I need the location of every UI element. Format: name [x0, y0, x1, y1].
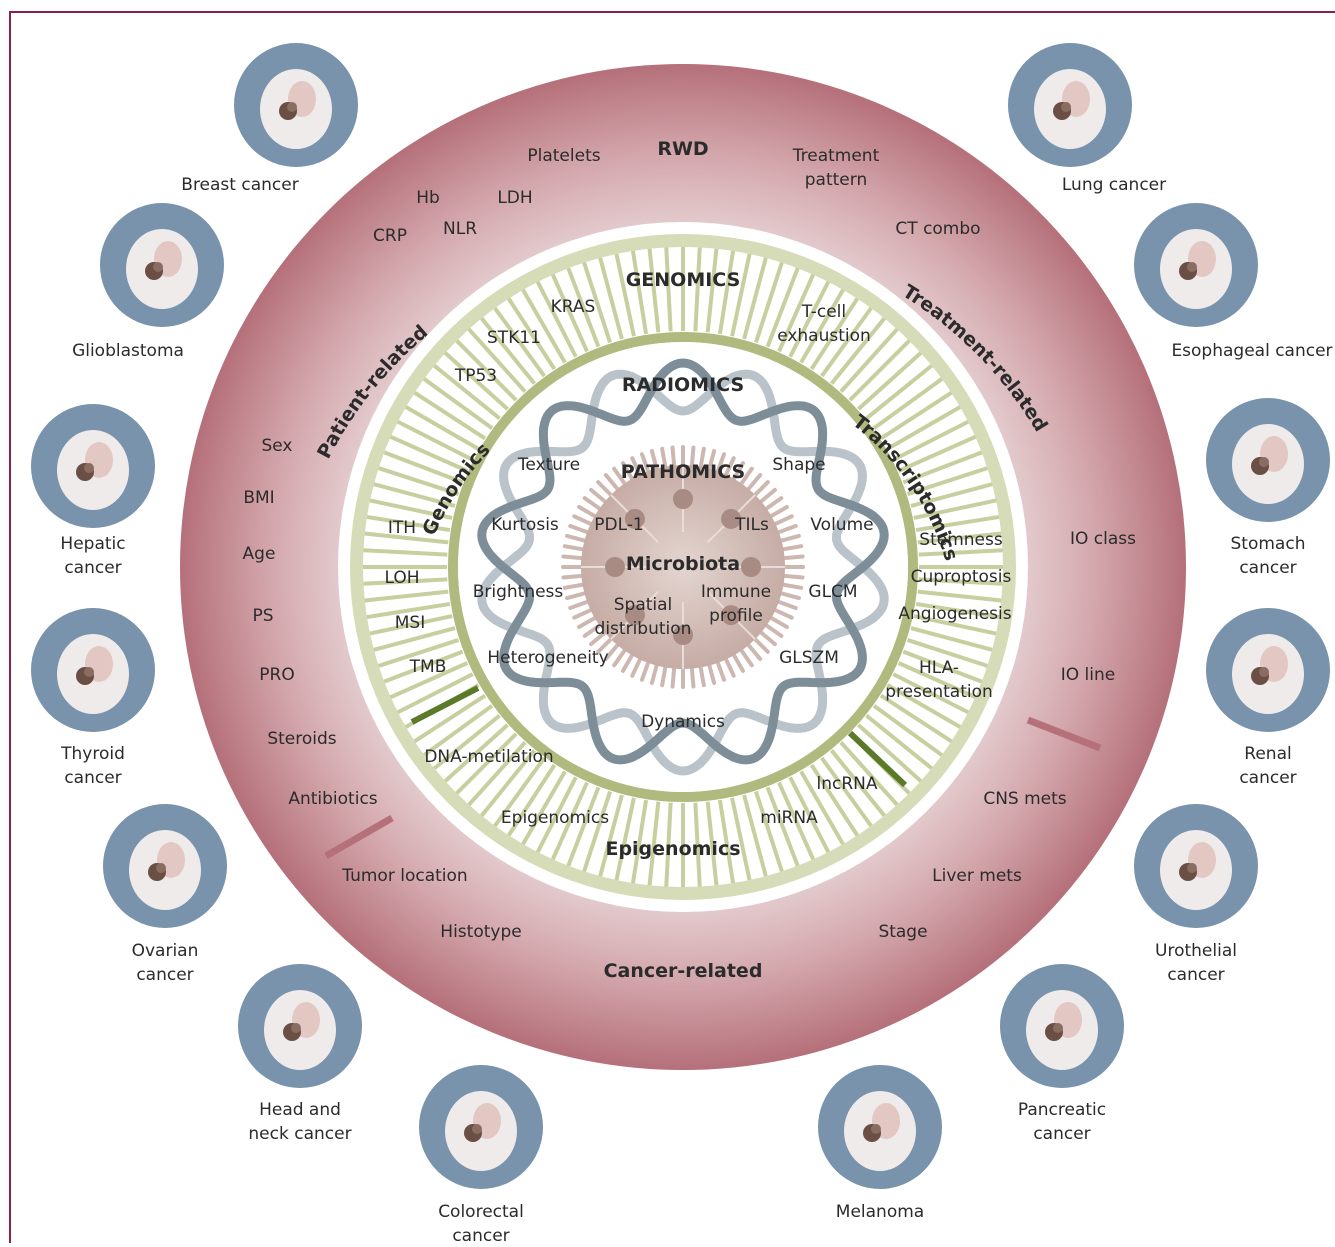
radiomics-item-heterogeneity: Heterogeneity	[487, 648, 608, 668]
pathomics-title: PATHOMICS	[621, 461, 745, 483]
omics-epigenomics-label: Epigenomics	[605, 838, 740, 860]
omics-item-tmb: TMB	[409, 657, 447, 677]
rwd-cancer-related-label: Cancer-related	[604, 960, 763, 982]
omics-item-angiogenesis: Angiogenesis	[898, 604, 1011, 624]
omics-item-lncrna: lncRNA	[816, 774, 877, 794]
omics-item-msi: MSI	[395, 613, 425, 633]
omics-genomics-top-label: GENOMICS	[626, 269, 741, 291]
rwd-item-pro: PRO	[259, 665, 294, 685]
cancer-icon-lung-cancer: Lung cancer	[1008, 43, 1166, 195]
pathomics-center-label: Microbiota	[626, 553, 740, 575]
radiomics-item-glcm: GLCM	[808, 582, 857, 602]
pathomics-item-tils: TILs	[734, 515, 769, 535]
radiomics-title: RADIOMICS	[622, 374, 744, 396]
radiomics-item-kurtosis: Kurtosis	[491, 515, 559, 535]
rwd-item-nlr: NLR	[443, 219, 477, 239]
rwd-item-antibiotics: Antibiotics	[288, 789, 377, 809]
rwd-item-liver-mets: Liver mets	[932, 866, 1022, 886]
rwd-item-steroids: Steroids	[267, 729, 336, 749]
radiomics-item-glszm: GLSZM	[779, 648, 839, 668]
rwd-item-io-class: IO class	[1070, 529, 1136, 549]
rwd-item-sex: Sex	[261, 436, 292, 456]
pathomics-item-pdl-1: PDL-1	[594, 515, 643, 535]
cancer-icon-glioblastoma: Glioblastoma	[72, 203, 224, 361]
omics-item-cuproptosis: Cuproptosis	[911, 567, 1012, 587]
rwd-item-ct-combo: CT combo	[895, 219, 980, 239]
cancer-icon-breast-cancer: Breast cancer	[181, 43, 358, 195]
omics-item-stemness: Stemness	[919, 530, 1003, 550]
omics-item-ith: ITH	[388, 518, 416, 538]
rwd-item-hb: Hb	[416, 188, 440, 208]
omics-item-stk11: STK11	[487, 328, 541, 348]
rwd-item-cns-mets: CNS mets	[983, 789, 1066, 809]
radiomics-item-brightness: Brightness	[473, 582, 564, 602]
rwd-item-io-line: IO line	[1061, 665, 1115, 685]
omics-item-dna-metilation: DNA-metilation	[424, 747, 553, 767]
omics-item-kras: KRAS	[551, 297, 596, 317]
cancer-icon-esophageal-cancer: Esophageal cancer	[1134, 203, 1333, 361]
radiomics-item-texture: Texture	[517, 455, 580, 475]
cancer-label-esophageal-cancer: Esophageal cancer	[1171, 341, 1332, 361]
rwd-item-age: Age	[243, 544, 276, 564]
rwd-item-bmi: BMI	[243, 488, 274, 508]
rwd-item-tumor-location: Tumor location	[341, 866, 467, 886]
cancer-label-lung-cancer: Lung cancer	[1062, 175, 1166, 195]
omics-item-loh: LOH	[384, 568, 419, 588]
rwd-item-crp: CRP	[373, 226, 407, 246]
cancer-label-melanoma: Melanoma	[836, 1202, 924, 1222]
cancer-icon-melanoma: Melanoma	[818, 1065, 942, 1222]
cancer-label-breast-cancer: Breast cancer	[181, 175, 298, 195]
omics-item-mirna: miRNA	[760, 808, 818, 828]
omics-item-tp53: TP53	[454, 366, 497, 386]
omics-item-epigenomics: Epigenomics	[501, 808, 609, 828]
rwd-item-ps: PS	[252, 606, 273, 626]
radiomics-item-dynamics: Dynamics	[641, 712, 725, 732]
cancer-label-glioblastoma: Glioblastoma	[72, 341, 184, 361]
rwd-item-histotype: Histotype	[440, 922, 521, 942]
radiomics-item-shape: Shape	[772, 455, 825, 475]
rwd-item-ldh: LDH	[497, 188, 532, 208]
rwd-title: RWD	[657, 138, 708, 160]
rwd-item-stage: Stage	[878, 922, 927, 942]
radiomics-item-volume: Volume	[810, 515, 873, 535]
rwd-item-platelets: Platelets	[527, 146, 600, 166]
